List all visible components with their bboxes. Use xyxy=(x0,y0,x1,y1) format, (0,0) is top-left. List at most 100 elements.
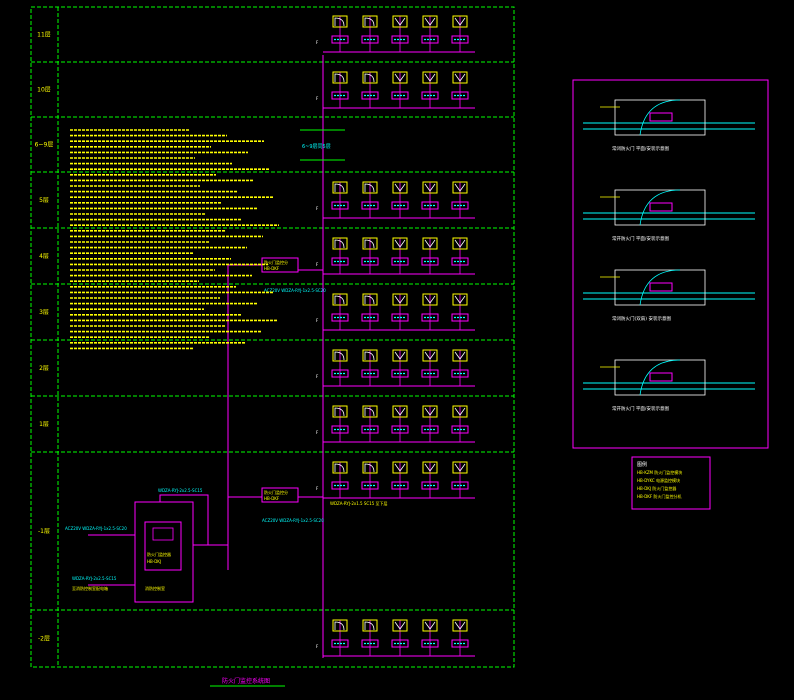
door-symbol xyxy=(422,71,438,84)
detail-module xyxy=(649,112,673,122)
module-box xyxy=(391,481,409,490)
module-box xyxy=(451,257,469,266)
door-symbol xyxy=(332,71,348,84)
door-swing-icon xyxy=(364,295,375,305)
door-swing-icon xyxy=(364,407,375,417)
module-box xyxy=(421,639,439,648)
door-symbol xyxy=(392,181,408,194)
door-leaf-icon xyxy=(424,73,436,82)
row-feed-mark: F xyxy=(316,206,319,211)
detail-caption: 常开防火门 平面/安装示意图 xyxy=(612,405,669,412)
door-symbol xyxy=(422,293,438,306)
door-swing-icon xyxy=(364,73,375,83)
dash-cable-note: WDZA-RYJ-2x1.5 SC15 至下层 xyxy=(330,500,388,506)
floor-label: 2层 xyxy=(39,365,49,372)
feed-line-4 xyxy=(159,494,209,545)
legend-box xyxy=(631,456,711,510)
door-symbol xyxy=(332,349,348,362)
module-box xyxy=(391,639,409,648)
door-symbol xyxy=(452,461,468,474)
sub-panel-lower-label: 防火门监控分 xyxy=(264,489,288,495)
door-symbol xyxy=(422,181,438,194)
module-box xyxy=(451,639,469,648)
control-panel-inner xyxy=(152,527,174,541)
door-swing-icon xyxy=(334,407,345,417)
door-frame xyxy=(614,359,706,396)
door-symbol xyxy=(452,181,468,194)
door-symbol xyxy=(362,461,378,474)
floor-label: -1层 xyxy=(38,528,50,535)
door-symbol xyxy=(452,619,468,632)
door-module-row: F xyxy=(316,349,475,387)
door-symbol xyxy=(392,15,408,28)
door-leaf-icon xyxy=(454,295,466,304)
feed-cable-2: WDZA-RYJ-2x2.5-SC15 xyxy=(72,576,117,581)
module-box xyxy=(331,201,349,210)
module-box xyxy=(361,91,379,100)
door-detail: 常开防火门 平面/安装示意图 xyxy=(583,189,755,242)
module-box xyxy=(361,481,379,490)
module-box xyxy=(331,313,349,322)
door-frame xyxy=(614,269,706,306)
door-symbol xyxy=(332,237,348,250)
feed-cable-1: ACZ20V WDZA-RYJ-1x2.5-SC20 xyxy=(65,526,127,531)
door-swing-arc xyxy=(639,359,681,396)
module-box xyxy=(451,481,469,490)
door-swing-icon xyxy=(364,183,375,193)
door-symbol xyxy=(422,15,438,28)
door-leaf-icon xyxy=(424,351,436,360)
door-symbol xyxy=(452,15,468,28)
door-swing-icon xyxy=(334,351,345,361)
legend-item: HB-DKJ 防火门监控器 xyxy=(637,485,676,491)
door-symbol xyxy=(362,293,378,306)
door-leaf-icon xyxy=(454,407,466,416)
module-box xyxy=(421,425,439,434)
floor-label: 4层 xyxy=(39,253,49,260)
control-panel-model: HB-DKJ xyxy=(147,559,161,564)
door-swing-icon xyxy=(334,183,345,193)
detail-module xyxy=(649,372,673,382)
floor-label: 11层 xyxy=(37,32,51,39)
door-symbol xyxy=(452,237,468,250)
module-box xyxy=(421,91,439,100)
door-symbol xyxy=(362,181,378,194)
door-leaf-icon xyxy=(424,463,436,472)
module-box xyxy=(361,313,379,322)
door-swing-icon xyxy=(364,351,375,361)
legend-item: HB-KZM 防火门监控模块 xyxy=(637,469,682,475)
module-box xyxy=(421,481,439,490)
detail-caption: 常闭防火门 平面/安装示意图 xyxy=(612,145,669,152)
feed-cable-2b: 至消防控制室配电箱 xyxy=(72,585,108,591)
door-symbol xyxy=(452,405,468,418)
door-swing-icon xyxy=(364,463,375,473)
door-swing-arc xyxy=(639,269,681,306)
door-symbol xyxy=(332,619,348,632)
repeat-note: 6~9层同5层 xyxy=(302,144,331,150)
door-leaf-icon xyxy=(394,407,406,416)
door-symbol xyxy=(362,15,378,28)
module-box xyxy=(331,91,349,100)
door-swing-icon xyxy=(334,621,345,631)
legend-title: 图例 xyxy=(637,461,647,468)
door-symbol xyxy=(422,237,438,250)
door-symbol xyxy=(362,349,378,362)
door-symbol xyxy=(452,349,468,362)
sub-panel-upper-cable: ACZ20V WDZA-RYJ-1x2.5-SC20 xyxy=(264,288,326,293)
row-feed-mark: F xyxy=(316,486,319,491)
row-feed-mark: F xyxy=(316,318,319,323)
drawing-frame xyxy=(30,6,515,668)
door-detail: 常闭防火门 平面/安装示意图 xyxy=(583,99,755,152)
module-box xyxy=(361,35,379,44)
row-feed-mark: F xyxy=(316,644,319,649)
door-symbol xyxy=(392,237,408,250)
door-symbol xyxy=(392,461,408,474)
floor-label: 3层 xyxy=(39,309,49,316)
door-leaf-icon xyxy=(394,183,406,192)
door-symbol xyxy=(392,619,408,632)
floor-label: 6~9层 xyxy=(35,142,54,149)
door-symbol xyxy=(452,293,468,306)
door-symbol xyxy=(422,619,438,632)
door-symbol xyxy=(422,349,438,362)
module-box xyxy=(391,257,409,266)
